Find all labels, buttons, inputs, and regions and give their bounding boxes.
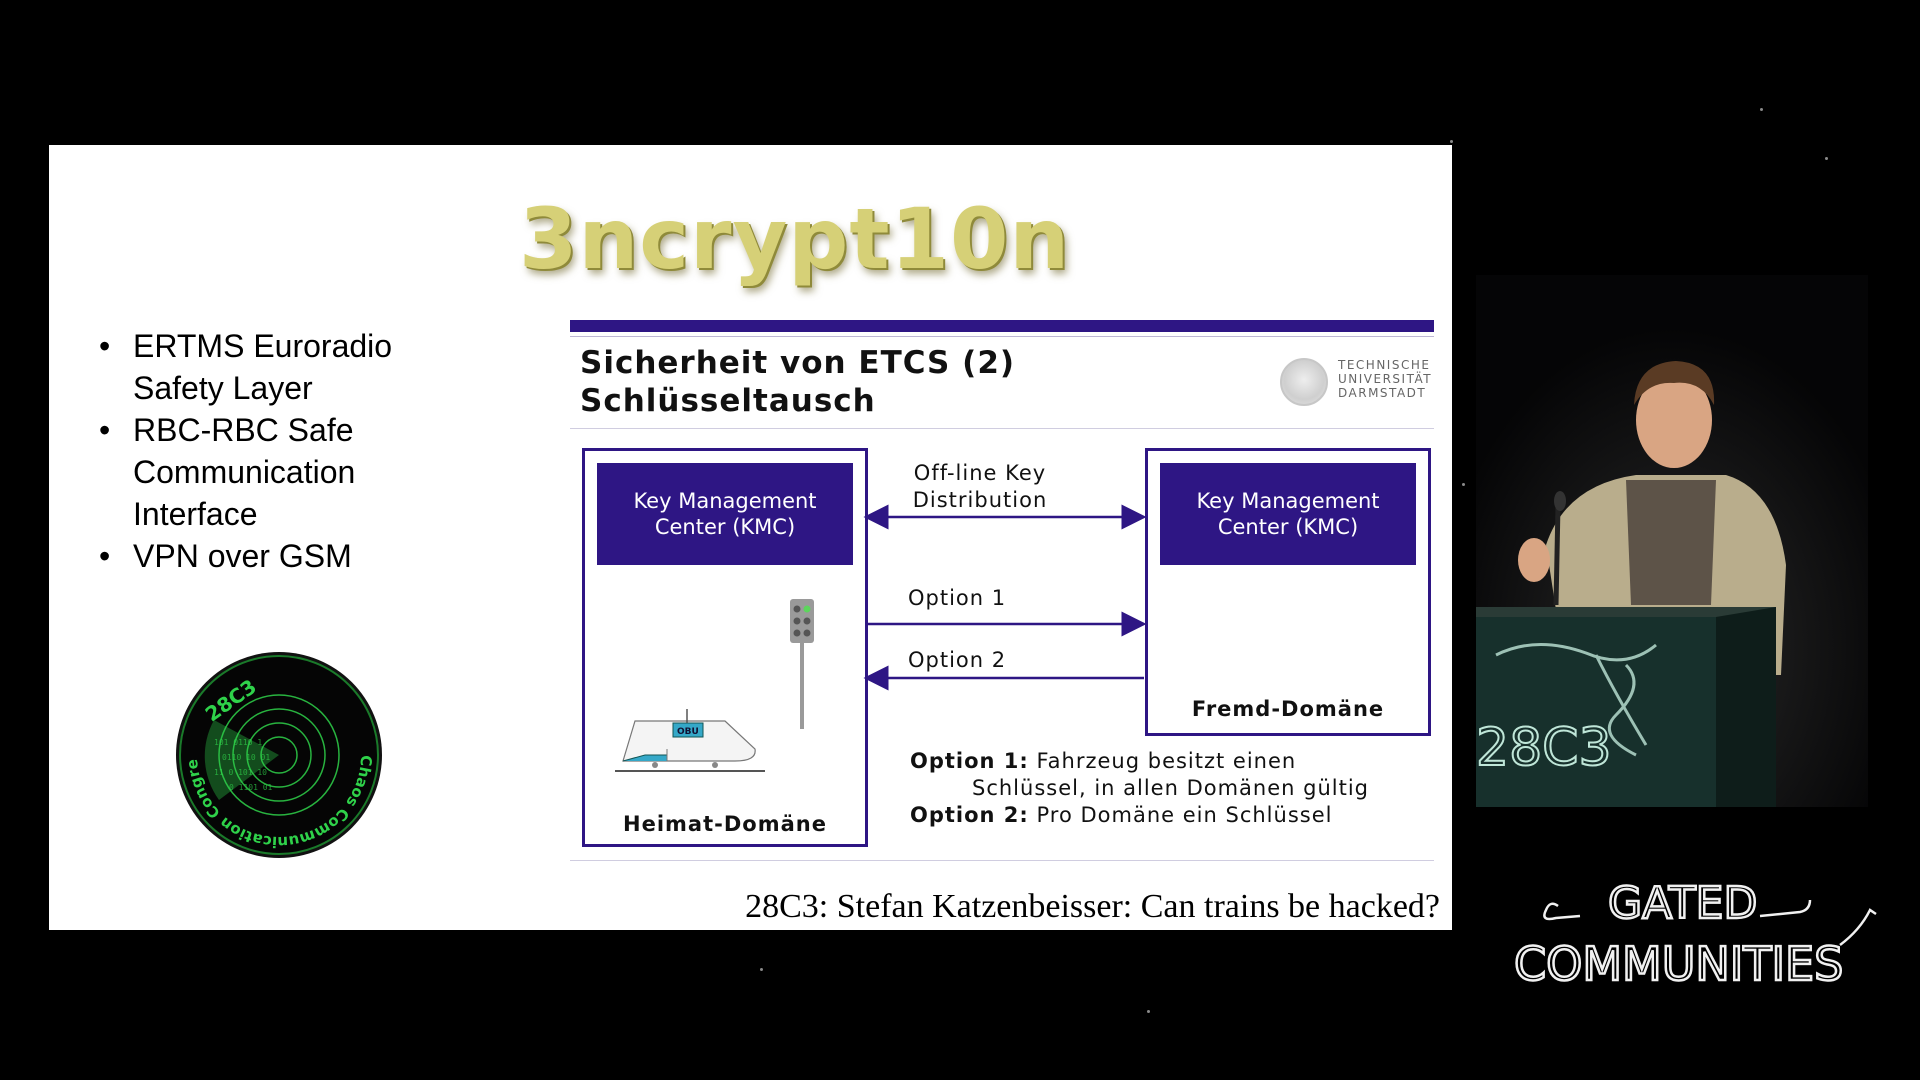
gated-communities-logo: GATED COMMUNITIES <box>1513 877 1877 992</box>
logo-line1: GATED <box>1608 878 1757 929</box>
university-seal-icon <box>1280 358 1328 406</box>
star <box>1450 140 1453 143</box>
bullet-dot: • <box>99 328 111 364</box>
svg-text:11 0 101 10: 11 0 101 10 <box>214 768 267 777</box>
speaker-video: 28C3 <box>1476 275 1868 807</box>
star <box>1825 157 1828 160</box>
star <box>1760 108 1763 111</box>
bullet-dot: • <box>99 538 111 574</box>
key-exchange-arrows <box>863 504 1147 691</box>
option1-label: Option 1 <box>908 586 1007 610</box>
footer-line <box>570 860 1434 861</box>
foreign-domain-box: Key Management Center (KMC) Fremd-Domäne <box>1145 448 1431 736</box>
speaker-scene: 28C3 <box>1476 275 1868 807</box>
separator-line <box>570 428 1434 429</box>
train-icon: OBU <box>615 709 765 772</box>
svg-text:0 1101 01: 0 1101 01 <box>229 783 273 792</box>
slide-title: 3ncrypt10n <box>519 190 1071 288</box>
kmc-label: Center (KMC) <box>1217 515 1359 539</box>
bullet-item: • VPN over GSM <box>89 535 489 577</box>
bullet-list: • ERTMS Euroradio Safety Layer • RBC-RBC… <box>89 325 489 577</box>
offline-label-line: Distribution <box>912 488 1048 512</box>
logo-line2: COMMUNITIES <box>1514 937 1843 991</box>
university-name-line: UNIVERSITÄT <box>1338 372 1433 386</box>
home-domain-label: Heimat-Domäne <box>623 812 827 836</box>
kmc-label: Center (KMC) <box>654 515 796 539</box>
svg-text:101 0110 1: 101 0110 1 <box>214 738 262 747</box>
star <box>1462 483 1465 486</box>
legend-option2-label: Option 2: <box>910 803 1029 827</box>
bullet-dot: • <box>99 412 111 448</box>
railway-signal-icon <box>790 599 814 729</box>
legend-option1-text: Fahrzeug besitzt einen <box>1036 749 1297 773</box>
offline-key-distribution-label: Off-line Key Distribution <box>906 460 1054 514</box>
bullet-item: • ERTMS Euroradio Safety Layer <box>89 325 489 409</box>
foreign-kmc-box: Key Management Center (KMC) <box>1160 463 1416 565</box>
28c3-logo: 101 0110 1 0110 10 01 11 0 101 10 0 1101 0… <box>174 650 382 858</box>
bullet-item: • RBC-RBC Safe Communication Interface <box>89 409 489 535</box>
star <box>1147 1010 1150 1013</box>
tu-darmstadt-logo: TECHNISCHE UNIVERSITÄT DARMSTADT <box>1280 358 1440 410</box>
home-kmc-box: Key Management Center (KMC) <box>597 463 853 565</box>
legend-option2-text: Pro Domäne ein Schlüssel <box>1036 803 1333 827</box>
etcs-title: Sicherheit von ETCS (2) <box>580 345 1016 381</box>
university-name-line: DARMSTADT <box>1338 386 1427 400</box>
university-name-line: TECHNISCHE <box>1338 358 1431 372</box>
obu-label: OBU <box>677 727 699 737</box>
kmc-label: Key Management <box>1196 489 1380 513</box>
svg-text:0110 10 01: 0110 10 01 <box>222 753 270 762</box>
header-line <box>570 336 1434 337</box>
home-domain-box: Key Management Center (KMC) OBU <box>582 448 868 847</box>
presentation-slide: 3ncrypt10n • ERTMS Euroradio Safety Laye… <box>49 145 1452 930</box>
legend-option1-label: Option 1: <box>910 749 1029 773</box>
etcs-embedded-slide: Sicherheit von ETCS (2) Schlüsseltausch … <box>570 320 1434 868</box>
offline-label-line: Off-line Key <box>913 461 1047 485</box>
talk-caption: 28C3: Stefan Katzenbeisser: Can trains b… <box>745 888 1440 925</box>
kmc-label: Key Management <box>633 489 817 513</box>
lectern-banner-text: 28C3 <box>1476 718 1612 778</box>
option2-label: Option 2 <box>908 648 1007 672</box>
etcs-subtitle: Schlüsseltausch <box>580 383 876 419</box>
star <box>760 968 763 971</box>
legend-option1-text: Schlüssel, in allen Domänen gültig <box>972 776 1370 800</box>
header-bar <box>570 320 1434 332</box>
foreign-domain-label: Fremd-Domäne <box>1191 697 1385 721</box>
options-legend: Option 1: Fahrzeug besitzt einen Schlüss… <box>910 748 1369 829</box>
